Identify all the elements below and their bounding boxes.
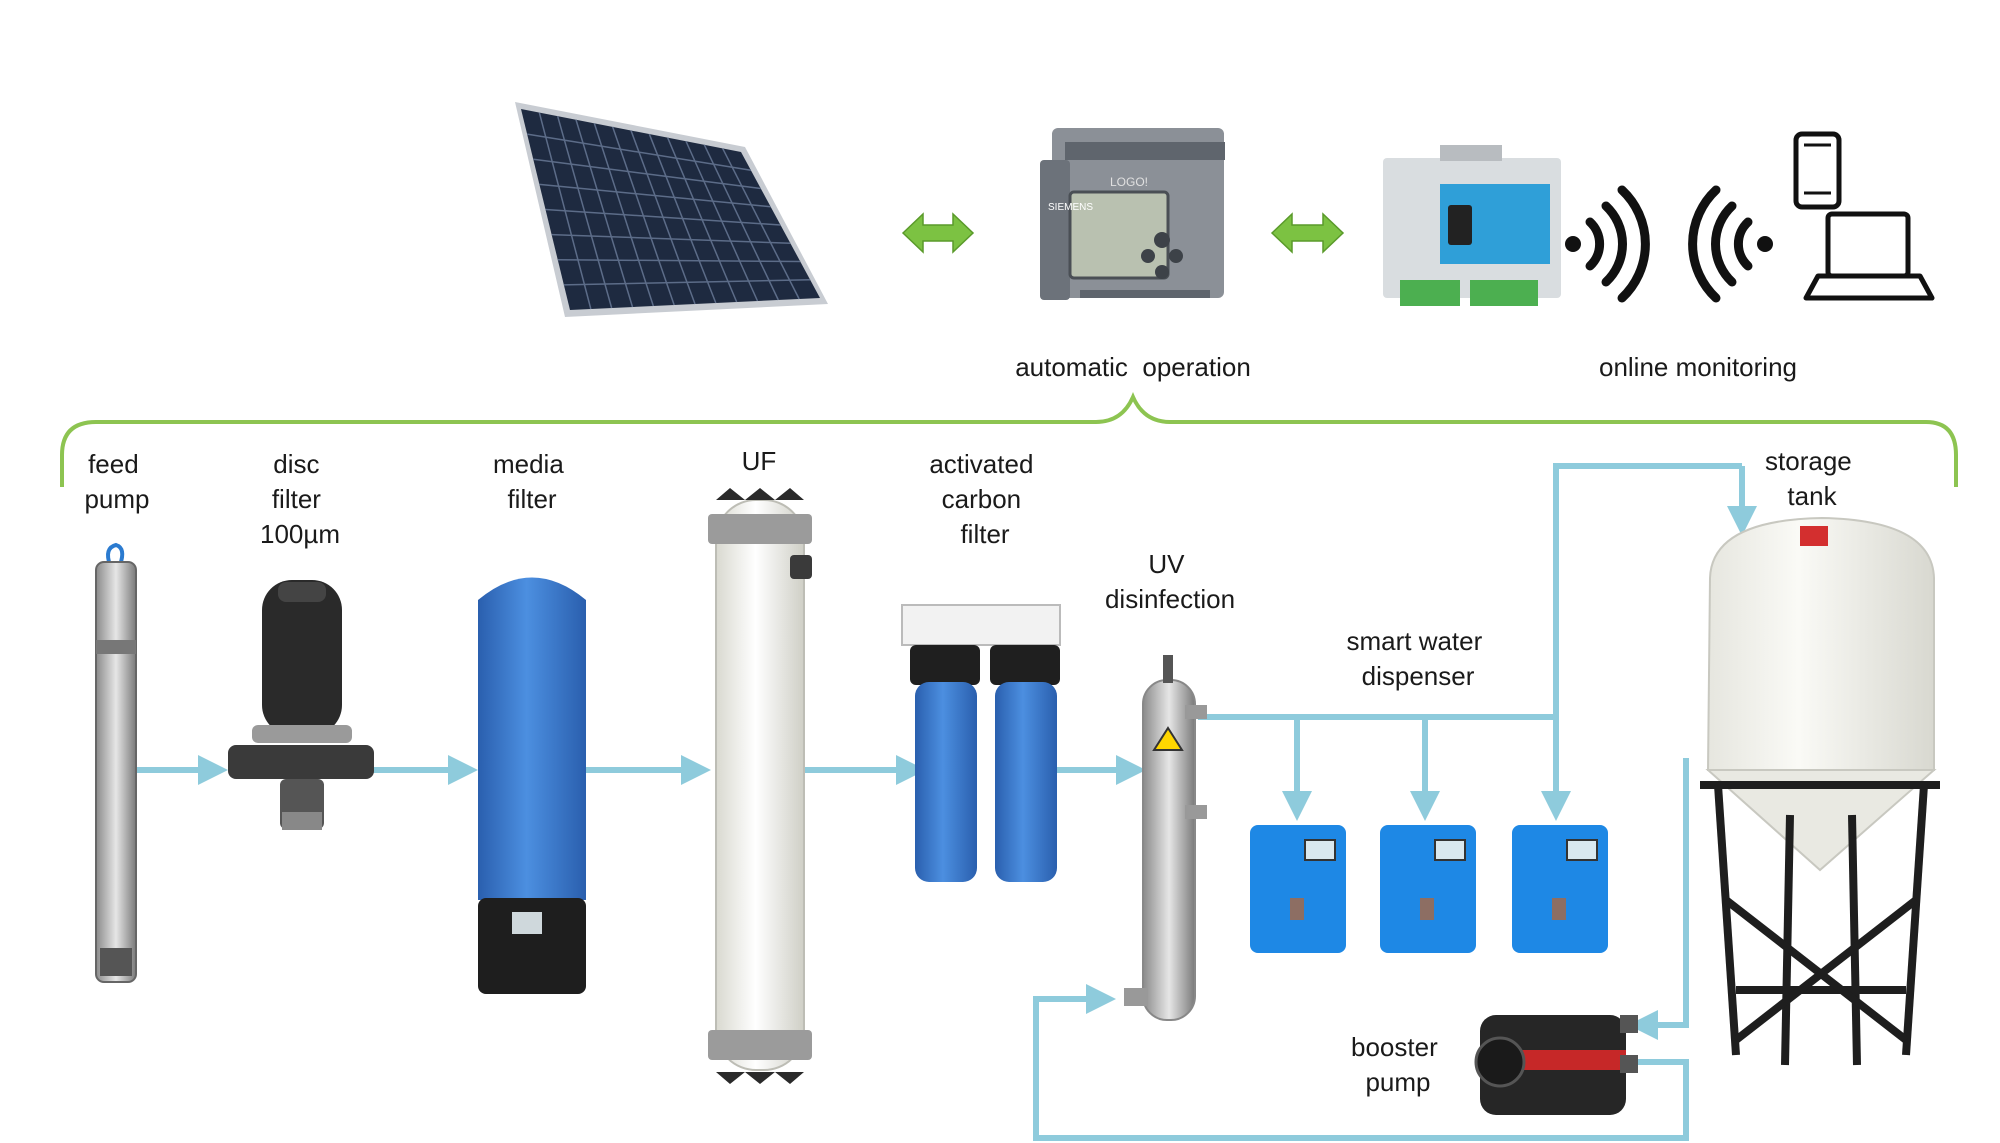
- wireless-signal-icon: [1565, 185, 1773, 303]
- double-arrow-icon: [901, 212, 975, 254]
- online-monitoring-label: online monitoring: [1599, 352, 1797, 382]
- system-bracket: [60, 392, 1958, 487]
- activated-carbon-filter-icon: [901, 604, 1061, 882]
- smart-water-dispenser-icon: [1250, 825, 1346, 953]
- double-arrow-icon: [1270, 212, 1345, 254]
- solar-panel-icon: [515, 102, 828, 317]
- media-filter-label: media filter: [493, 449, 571, 514]
- smartphone-icon: [1793, 131, 1842, 210]
- automatic-operation-label: automatic operation: [1015, 352, 1251, 382]
- plc-brand-label: SIEMENS: [1048, 202, 1093, 213]
- disc-filter-label: disc filter 100µm: [260, 449, 340, 549]
- media-filter-icon: [478, 577, 586, 994]
- plc-controller-icon: SIEMENS LOGO!: [1040, 128, 1225, 300]
- uf-module-icon: [708, 488, 812, 1084]
- storage-tank-icon: [1700, 516, 1940, 1066]
- activated-carbon-filter-label: activated carbon filter: [929, 449, 1040, 549]
- flow-lines: [135, 463, 1757, 1141]
- uv-disinfection-label: UV disinfection: [1105, 549, 1235, 614]
- booster-pump-icon: [1474, 1015, 1638, 1115]
- smart-water-dispenser-icon: [1380, 825, 1476, 953]
- iot-gateway-icon: [1383, 145, 1561, 306]
- smart-water-dispenser-label: smart water dispenser: [1346, 626, 1489, 691]
- storage-tank-label: storage tank: [1765, 446, 1859, 511]
- disc-filter-icon: [228, 580, 374, 830]
- booster-pump-label: booster pump: [1351, 1032, 1445, 1097]
- booster-return-line: [1033, 996, 1689, 1141]
- plc-model-label: LOGO!: [1110, 175, 1148, 189]
- uv-disinfection-icon: [1124, 655, 1207, 1021]
- laptop-icon: [1803, 211, 1935, 301]
- feed-pump-label: feed pump: [84, 449, 149, 514]
- dispense-main-line: [1198, 463, 1742, 720]
- uf-label: UF: [742, 446, 777, 476]
- feed-pump-icon: [95, 542, 137, 983]
- smart-water-dispenser-icon: [1512, 825, 1608, 953]
- tank-to-booster-line: [1638, 758, 1689, 1028]
